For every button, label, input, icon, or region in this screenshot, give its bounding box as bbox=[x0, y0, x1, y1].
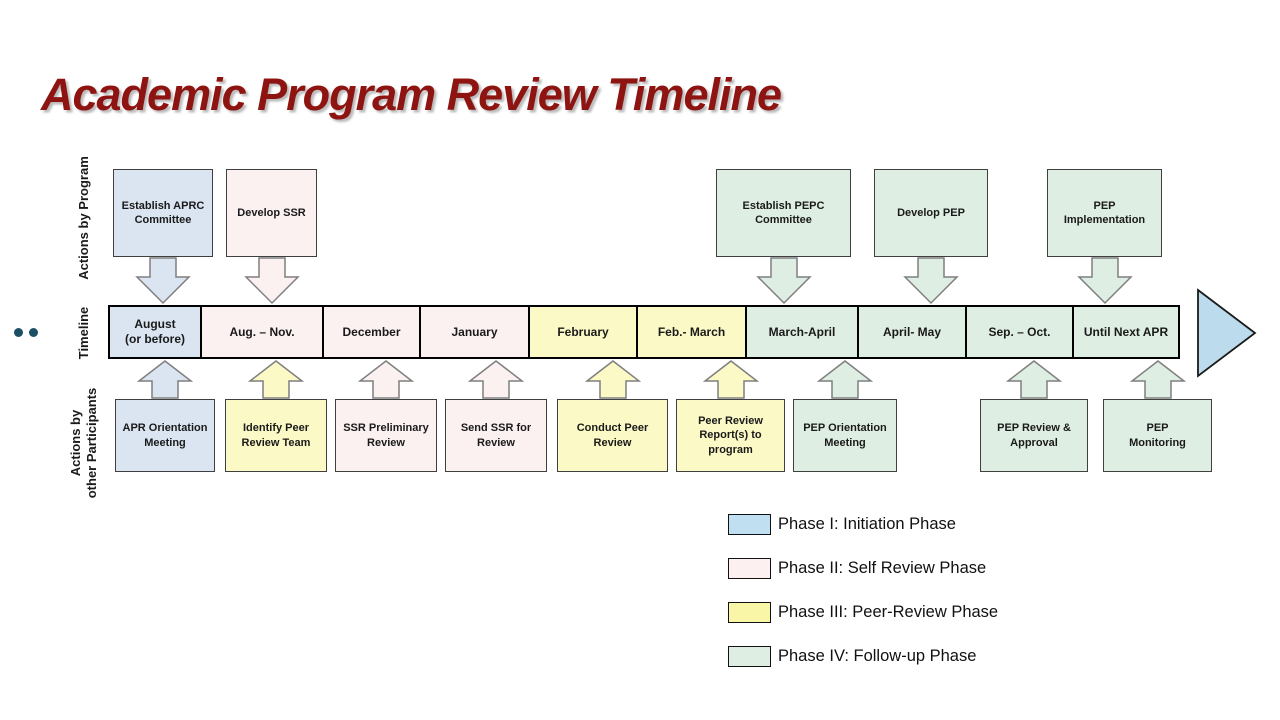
up-arrow-icon bbox=[136, 360, 194, 399]
action-label: Establish APRC Committee bbox=[121, 199, 205, 226]
legend-item-phase-1: Phase I: Initiation Phase bbox=[728, 514, 956, 535]
legend-swatch-phase-3 bbox=[728, 602, 771, 623]
timeline-cell: March-April bbox=[745, 305, 859, 359]
action-label: Peer Review Report(s) to program bbox=[698, 415, 763, 456]
action-label: Identify Peer Review Team bbox=[241, 422, 311, 449]
row-label-actions-by-other-participants: Actions by other Participants bbox=[67, 368, 101, 518]
timeline-band: August (or before) Aug. – Nov. December … bbox=[108, 305, 1180, 359]
row-label-timeline: Timeline bbox=[75, 303, 93, 363]
action-label: PEP Orientation Meeting bbox=[803, 422, 887, 449]
up-arrow-icon bbox=[467, 360, 525, 399]
up-arrow-icon bbox=[357, 360, 415, 399]
action-label: Establish PEPC Committee bbox=[742, 199, 825, 226]
action-label: PEP Implementation bbox=[1063, 199, 1146, 226]
legend-item-phase-4: Phase IV: Follow-up Phase bbox=[728, 646, 976, 667]
action-box-ssr-preliminary-review: SSR Preliminary Review bbox=[335, 360, 437, 472]
down-arrow-icon bbox=[135, 257, 191, 305]
action-label: Send SSR for Review bbox=[460, 422, 532, 449]
slide-bullet-dots bbox=[14, 328, 38, 337]
action-box-pep-review-and-approval: PEP Review & Approval bbox=[980, 360, 1088, 472]
action-box-develop-ssr: Develop SSR bbox=[226, 169, 317, 305]
row-label-text: Actions by bbox=[68, 409, 84, 477]
legend-swatch-phase-1 bbox=[728, 514, 771, 535]
bullet-dot-icon bbox=[29, 328, 38, 337]
action-label: Develop PEP bbox=[897, 206, 965, 219]
row-label-text: Actions by Program bbox=[76, 156, 92, 280]
up-arrow-icon bbox=[584, 360, 641, 399]
up-arrow-icon bbox=[1005, 360, 1063, 399]
row-label-text: other Participants bbox=[84, 387, 99, 499]
action-box-send-ssr-for-review: Send SSR for Review bbox=[445, 360, 547, 472]
row-label-actions-by-program: Actions by Program bbox=[74, 138, 94, 298]
action-box-establish-pepc-committee: Establish PEPC Committee bbox=[716, 169, 851, 305]
action-box-peer-review-reports-to-program: Peer Review Report(s) to program bbox=[676, 360, 785, 472]
legend-swatch-phase-4 bbox=[728, 646, 771, 667]
up-arrow-icon bbox=[247, 360, 305, 399]
action-box-pep-monitoring: PEP Monitoring bbox=[1103, 360, 1212, 472]
action-box-pep-orientation-meeting: PEP Orientation Meeting bbox=[793, 360, 897, 472]
action-label: APR Orientation Meeting bbox=[122, 422, 208, 449]
action-label: PEP Review & Approval bbox=[997, 422, 1071, 449]
action-label: PEP Monitoring bbox=[1129, 422, 1186, 449]
page-title: Academic Program Review Timeline bbox=[41, 69, 782, 121]
timeline-cell: Aug. – Nov. bbox=[200, 305, 324, 359]
timeline-cell: Sep. – Oct. bbox=[965, 305, 1074, 359]
timeline-cell: August (or before) bbox=[108, 305, 202, 359]
timeline-cell: April- May bbox=[857, 305, 967, 359]
action-box-develop-pep: Develop PEP bbox=[874, 169, 988, 305]
timeline-forward-arrow-icon bbox=[1197, 288, 1257, 378]
action-box-identify-peer-review-team: Identify Peer Review Team bbox=[225, 360, 327, 472]
timeline-cell: January bbox=[419, 305, 530, 359]
action-box-conduct-peer-review: Conduct Peer Review bbox=[557, 360, 668, 472]
action-box-apr-orientation-meeting: APR Orientation Meeting bbox=[115, 360, 215, 472]
legend-label: Phase IV: Follow-up Phase bbox=[778, 647, 977, 665]
legend-swatch-phase-2 bbox=[728, 558, 771, 579]
action-box-establish-aprc-committee: Establish APRC Committee bbox=[113, 169, 213, 305]
timeline-cell: February bbox=[528, 305, 638, 359]
up-arrow-icon bbox=[1129, 360, 1186, 399]
legend-label: Phase I: Initiation Phase bbox=[778, 515, 956, 533]
action-label: Conduct Peer Review bbox=[576, 422, 649, 449]
legend-label: Phase II: Self Review Phase bbox=[778, 559, 987, 577]
legend-item-phase-3: Phase III: Peer-Review Phase bbox=[728, 602, 998, 623]
down-arrow-icon bbox=[1076, 257, 1133, 305]
timeline-cell: Until Next APR bbox=[1072, 305, 1180, 359]
down-arrow-icon bbox=[243, 257, 300, 305]
timeline-cell: December bbox=[322, 305, 421, 359]
row-label-text: Timeline bbox=[76, 306, 92, 360]
bullet-dot-icon bbox=[14, 328, 23, 337]
timeline-cell: Feb.- March bbox=[636, 305, 747, 359]
action-box-pep-implementation: PEP Implementation bbox=[1047, 169, 1162, 305]
action-label: Develop SSR bbox=[237, 206, 306, 219]
down-arrow-icon bbox=[755, 257, 812, 305]
action-label: SSR Preliminary Review bbox=[343, 422, 429, 449]
up-arrow-icon bbox=[816, 360, 874, 399]
legend-label: Phase III: Peer-Review Phase bbox=[778, 603, 999, 621]
legend-item-phase-2: Phase II: Self Review Phase bbox=[728, 558, 986, 579]
up-arrow-icon bbox=[702, 360, 759, 399]
down-arrow-icon bbox=[903, 257, 959, 305]
